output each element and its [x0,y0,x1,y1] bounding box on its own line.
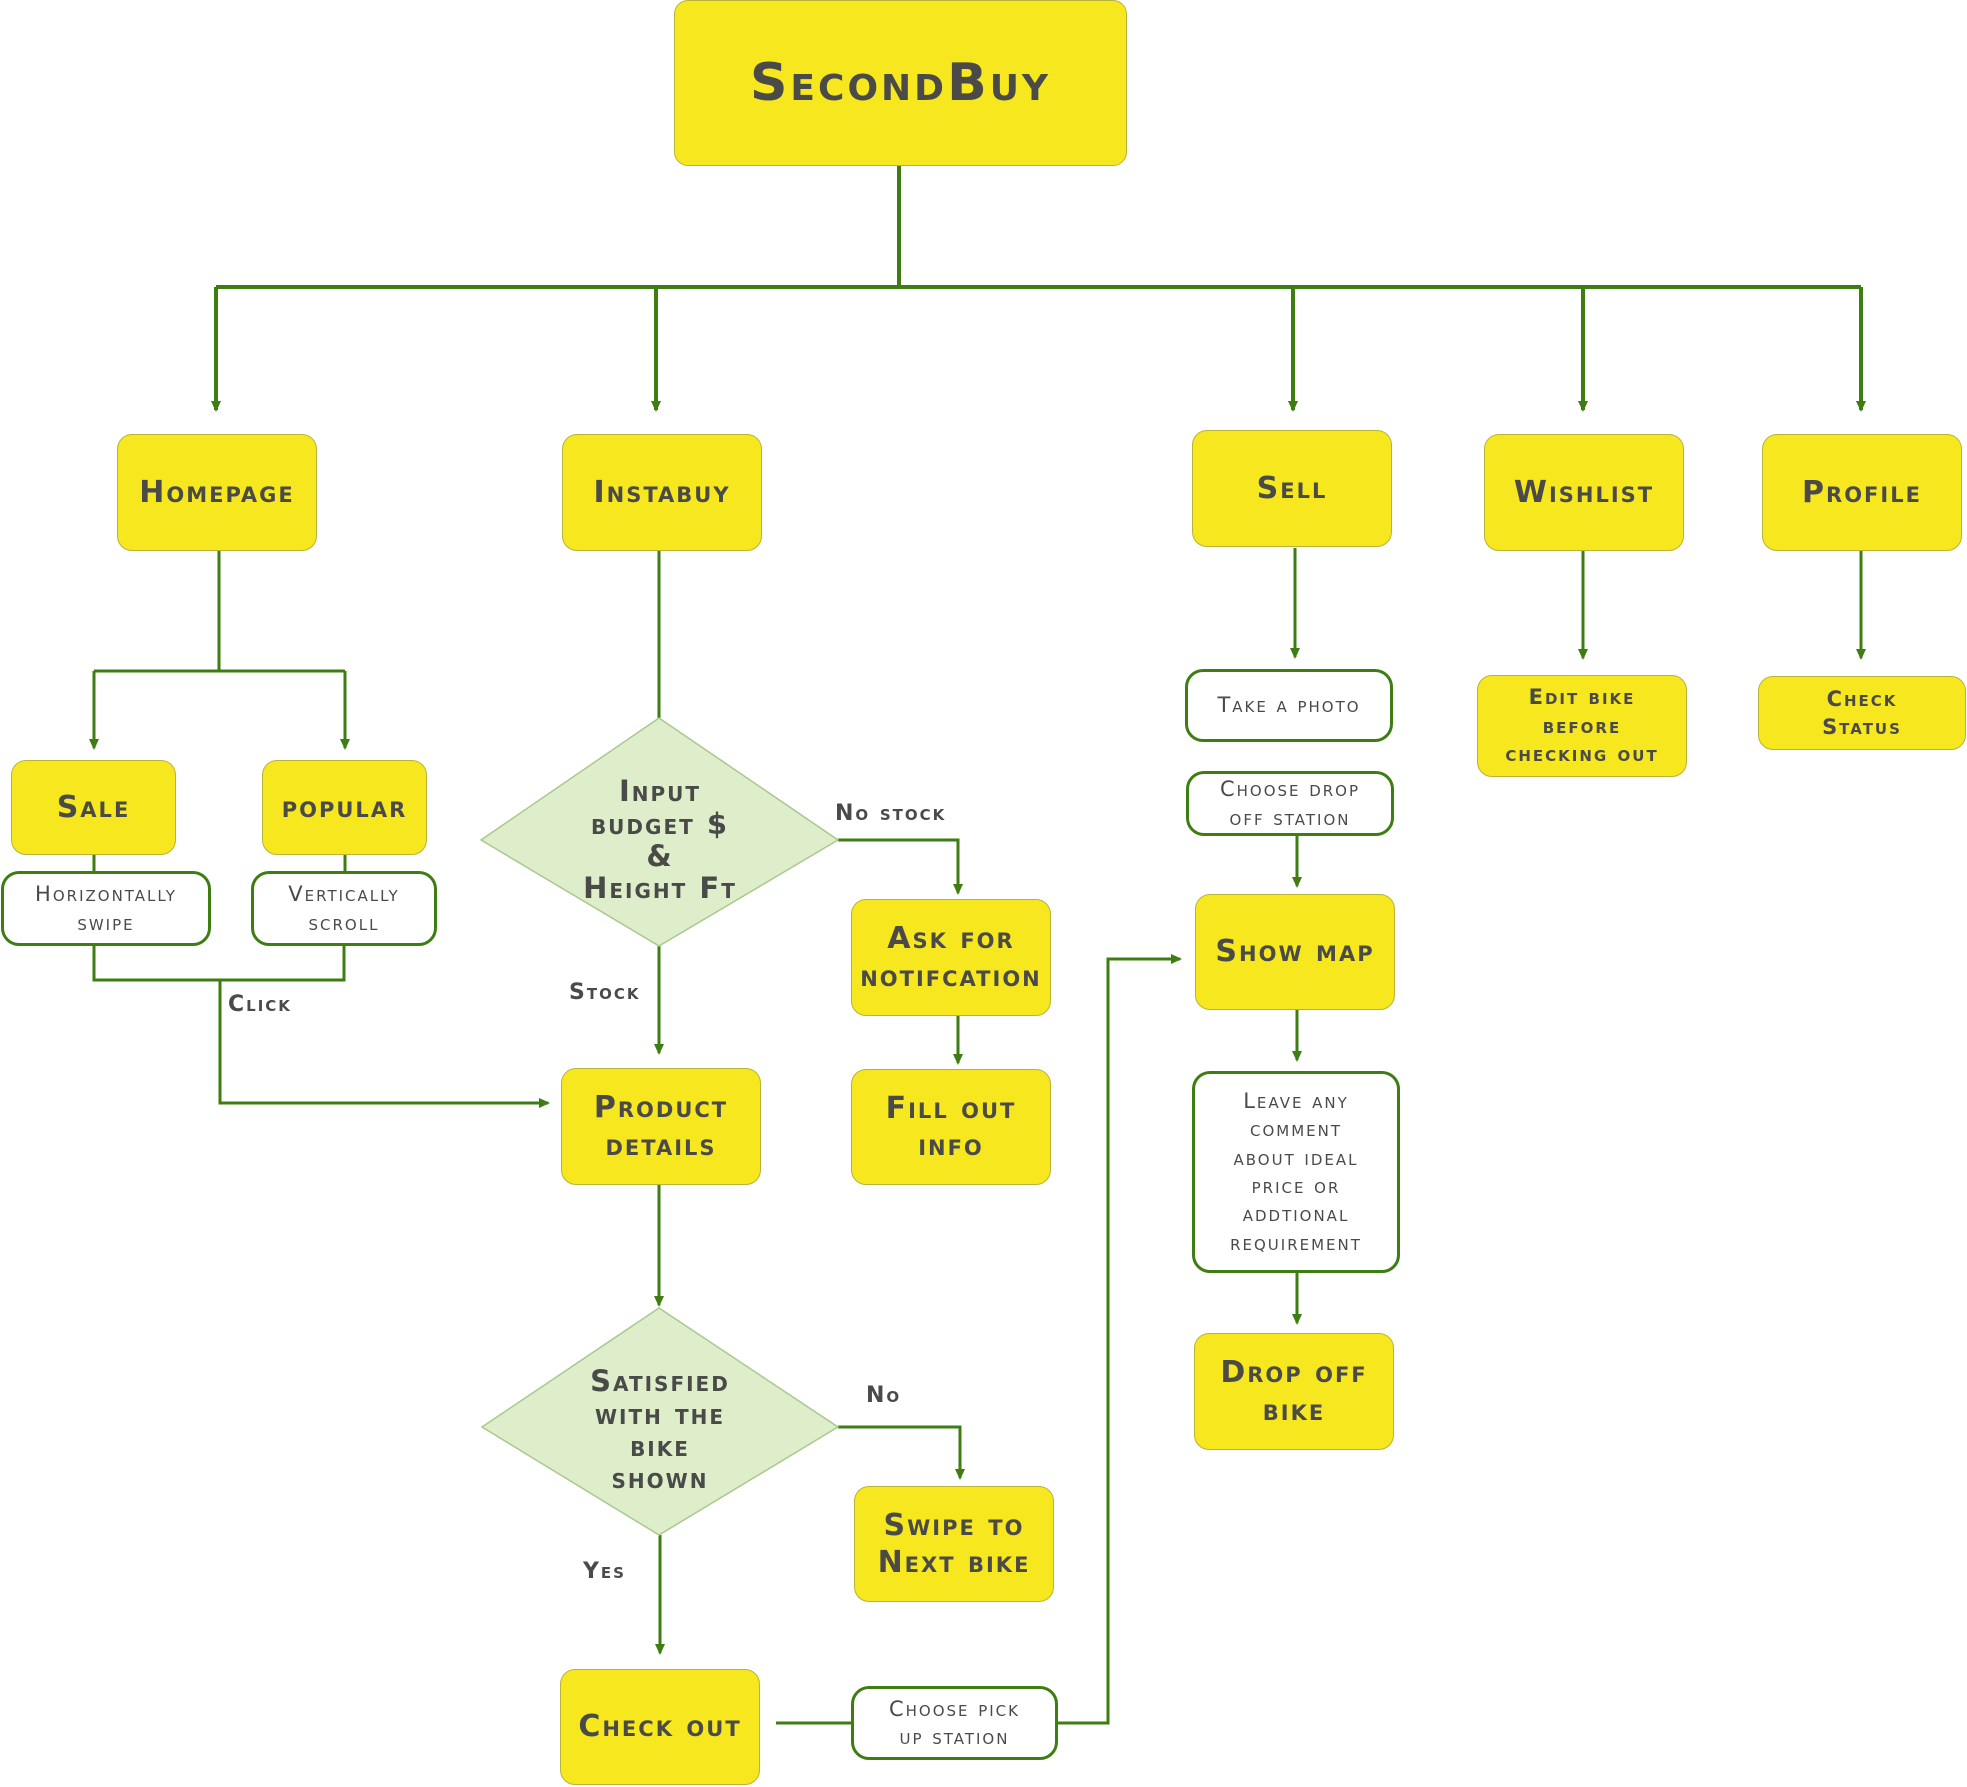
no-to-swipe-arrow [838,1425,965,1480]
homepage-node: Homepage [117,434,317,551]
horizontal-swipe-node: Horizontally swipe [1,871,211,946]
sell-node: Sell [1192,430,1392,547]
popular-node: popular [262,760,427,855]
drop-off-bike-node: Drop off bike [1194,1333,1394,1450]
sale-node: Sale [11,760,176,855]
profile-node: Profile [1762,434,1962,551]
pickup-to-map-arrow [1058,954,1182,1725]
choose-dropoff-node: Choose drop off station [1186,771,1394,836]
check-status-node: Check Status [1758,676,1966,750]
no-stock-arrow [838,838,963,895]
merge-browse-line [92,946,346,982]
product-details-node: Product details [561,1068,761,1185]
ask-notification-node: Ask for notifcation [851,899,1051,1016]
title-node: SecondBuy [674,0,1127,166]
vertical-scroll-node: Vertically scroll [251,871,437,946]
check-out-node: Check out [560,1669,760,1785]
take-photo-node: Take a photo [1185,669,1393,742]
show-map-node: Show map [1195,894,1395,1010]
satisfied-decision-label: Satisfied with the bike shown [590,1364,730,1496]
fill-out-info-node: Fill out info [851,1069,1051,1185]
edit-bike-node: Edit bike before checking out [1477,675,1687,777]
instabuy-node: Instabuy [562,434,762,551]
budget-decision-label: Input budget $ & Height Ft [583,774,737,906]
satisfied-decision-diamond [480,1307,840,1536]
yes-label: Yes [583,1559,626,1584]
budget-decision-diamond [479,717,840,947]
top-tree-connectors [211,166,1866,412]
stock-label: Stock [569,980,641,1005]
wishlist-node: Wishlist [1484,434,1684,551]
click-label: Click [228,992,292,1017]
choose-pickup-node: Choose pick up station [851,1686,1058,1760]
click-to-product-arrow [218,980,550,1108]
leave-comment-node: Leave any comment about ideal price or a… [1192,1071,1400,1273]
no-stock-label: No stock [835,801,947,826]
swipe-next-bike-node: Swipe to Next bike [854,1486,1054,1602]
no-label: No [866,1383,902,1408]
